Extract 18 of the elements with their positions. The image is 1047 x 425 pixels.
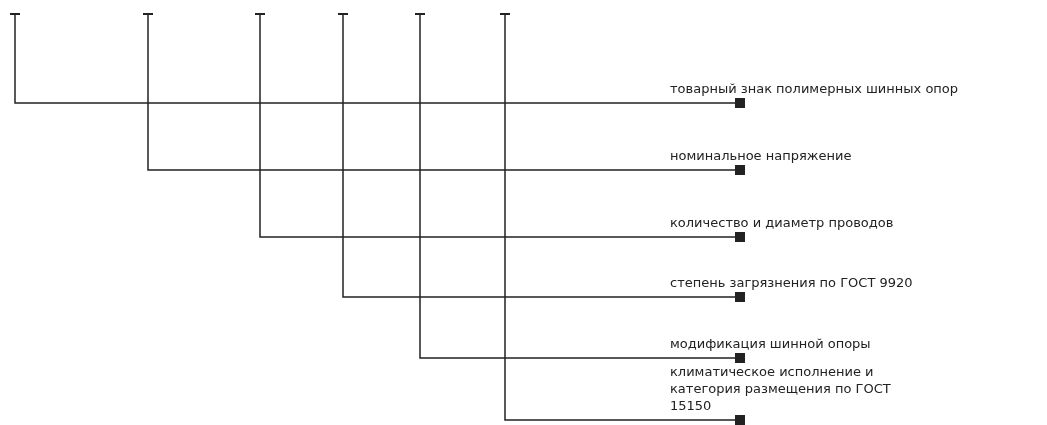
leader-line — [504, 14, 745, 425]
leader-line — [259, 14, 745, 242]
callout-text: степень загрязнения по ГОСТ 9920 — [670, 274, 1047, 291]
tick-mark — [10, 13, 20, 15]
callout-text: климатическое исполнение и категория размещения по ГОСТ 15150 — [670, 363, 930, 414]
callout-text: номинальное напряжение — [670, 147, 1047, 164]
tick-mark — [255, 13, 265, 15]
leader-line — [14, 14, 745, 108]
leader-line — [342, 14, 745, 302]
callout-text: товарный знак полимерных шинных опор — [670, 80, 1047, 97]
tick-mark — [415, 13, 425, 15]
callout-text: количество и диаметр проводов — [670, 214, 1047, 231]
leader-line — [419, 14, 745, 363]
tick-mark — [143, 13, 153, 15]
tick-mark — [500, 13, 510, 15]
leader-line — [147, 14, 745, 175]
callout-text: модификация шинной опоры — [670, 335, 1047, 352]
tick-mark — [338, 13, 348, 15]
